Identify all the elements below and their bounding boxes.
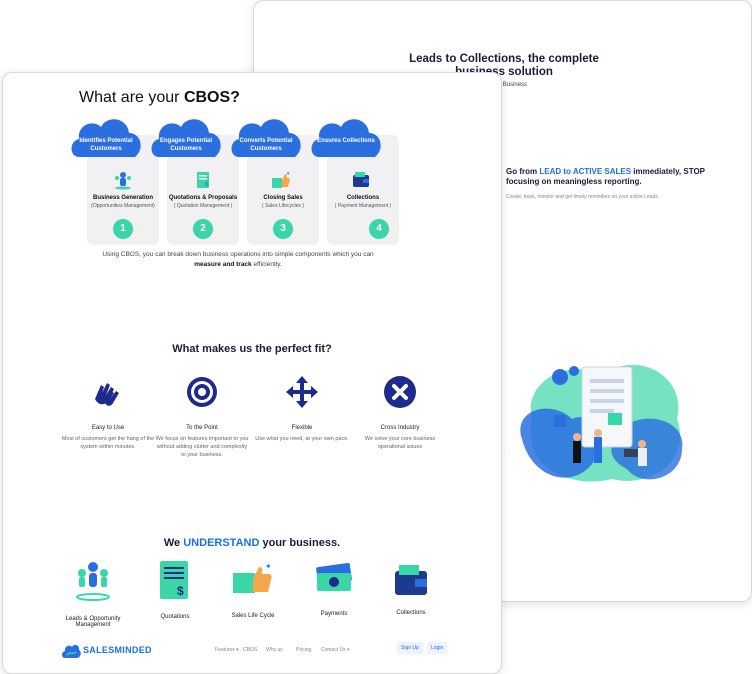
fit-label-easy: Easy to Use [91, 425, 125, 431]
headline-suffix: immediately, STOP focusing on meaningles… [506, 167, 705, 186]
salesminded-logo[interactable]: SALESMINDED [61, 641, 171, 661]
people-network-icon [115, 172, 131, 190]
cbos-desc-prefix: Using CBOS, you can break down business … [102, 251, 374, 258]
money-icon [316, 562, 352, 591]
cloud-text-1: Identifies Potential Customers [79, 138, 133, 152]
hands-icon [95, 383, 119, 406]
cloud-step-3: Converts Potential Customers [229, 113, 303, 161]
step-title-3: Closing Sales [263, 195, 303, 201]
login-button[interactable]: Login [427, 642, 448, 654]
thumbs-up-icon: ✦ [272, 171, 290, 188]
wallet-icon [353, 172, 369, 187]
fit-desc-cross: We solve your core business operational … [364, 436, 436, 450]
front-page-preview: What are your CBOS? Identifies Potential… [2, 72, 502, 674]
quotation-document-icon: $ [197, 172, 209, 188]
headline-prefix: Go from [506, 167, 540, 176]
fit-label-cross: Cross Industry [380, 425, 420, 431]
cloud-step-1: Identifies Potential Customers [69, 113, 143, 161]
understand-label-collections: Collections [396, 610, 426, 616]
logo-text: SALESMINDED [83, 645, 152, 655]
cbos-desc-suffix: efficiently. [251, 261, 282, 268]
cloud-text-4: Ensures Collections [317, 138, 375, 144]
wallet-icon [395, 565, 427, 595]
step-sub-4: ( Payment Management ) [334, 203, 392, 209]
understand-title-prefix: We [163, 537, 184, 549]
understand-title-highlight: UNDERSTAND [183, 537, 260, 549]
understand-label-payments: Payments [320, 611, 348, 617]
logo-cloud-icon [62, 644, 81, 658]
cbos-description: Using CBOS, you can break down business … [73, 250, 403, 270]
step-title-1: Business Generation [92, 195, 154, 201]
cbos-title-bold: CBOS? [183, 89, 240, 106]
understand-label-quotations: Quotations [160, 614, 190, 620]
step-number-2: 2 [193, 219, 213, 239]
step-number-1: 1 [113, 219, 133, 239]
headline-highlight: LEAD to ACTIVE SALES [539, 167, 632, 176]
back-page-headline: Go from LEAD to ACTIVE SALES immediately… [506, 167, 706, 187]
understand-title-suffix: your business. [259, 537, 341, 549]
business-illustration [520, 364, 683, 482]
cloud-step-4: Ensures Collections [309, 113, 383, 161]
people-icon [76, 562, 110, 601]
cbos-title: What are your CBOS? [79, 89, 240, 107]
nav-pricing[interactable]: Pricing [296, 647, 312, 653]
step-title-4: Collections [346, 195, 380, 201]
nav-features[interactable]: Features ▾ [215, 647, 239, 653]
target-icon [187, 377, 217, 407]
signup-button[interactable]: Sign Up [397, 642, 423, 654]
understand-label-leads: Leads & Opportunity Management [65, 616, 121, 628]
fit-label-point: To the Point [186, 425, 218, 431]
fit-label-flexible: Flexible [291, 425, 313, 431]
move-arrows-icon [286, 376, 318, 408]
step-number-3: 3 [273, 219, 293, 239]
cloud-text-3: Converts Potential Customers [239, 138, 293, 152]
understand-section-title: We UNDERSTAND your business. [3, 537, 501, 549]
step-number-4: 4 [369, 219, 389, 239]
nav-contact-us[interactable]: Contact Us ▾ [321, 647, 350, 653]
svg-text:$: $ [205, 182, 209, 188]
thumbs-up-card-icon: ✦ [233, 562, 272, 593]
cloud-step-2: Engages Potential Customers [149, 113, 223, 161]
back-page-subtitle: ate Your Business [479, 82, 528, 88]
fit-section-title: What makes us the perfect fit? [172, 343, 332, 355]
cloud-text-2: Engages Potential Customers [159, 138, 212, 152]
svg-text:✦: ✦ [265, 562, 272, 571]
close-circle-icon [384, 376, 416, 408]
step-title-2: Quotations & Proposals [168, 195, 238, 201]
fit-desc-easy: Most of customers get the hang of the sy… [61, 436, 155, 450]
svg-text:✦: ✦ [286, 171, 290, 177]
step-sub-1: (Opportunities Management) [91, 203, 155, 209]
cbos-title-prefix: What are your [79, 89, 184, 106]
cbos-desc-bold: measure and track [194, 261, 252, 268]
document-dollar-icon: $ [160, 561, 188, 599]
step-sub-3: ( Sales Lifecycles ) [262, 203, 304, 209]
nav-why-us[interactable]: Why us [266, 647, 283, 653]
fit-desc-flexible: Use what you need, at your own pace. [255, 436, 349, 442]
step-sub-2: ( Quotation Management ) [173, 203, 233, 209]
understand-label-lifecycle: Sales Life Cycle [231, 613, 275, 619]
back-page-small-text: Create, track, monitor and get timely re… [506, 194, 658, 200]
nav-cbos[interactable]: CBOS [243, 647, 258, 653]
fit-desc-point: We focus on features important to you wi… [155, 436, 249, 458]
svg-text:$: $ [177, 584, 184, 598]
